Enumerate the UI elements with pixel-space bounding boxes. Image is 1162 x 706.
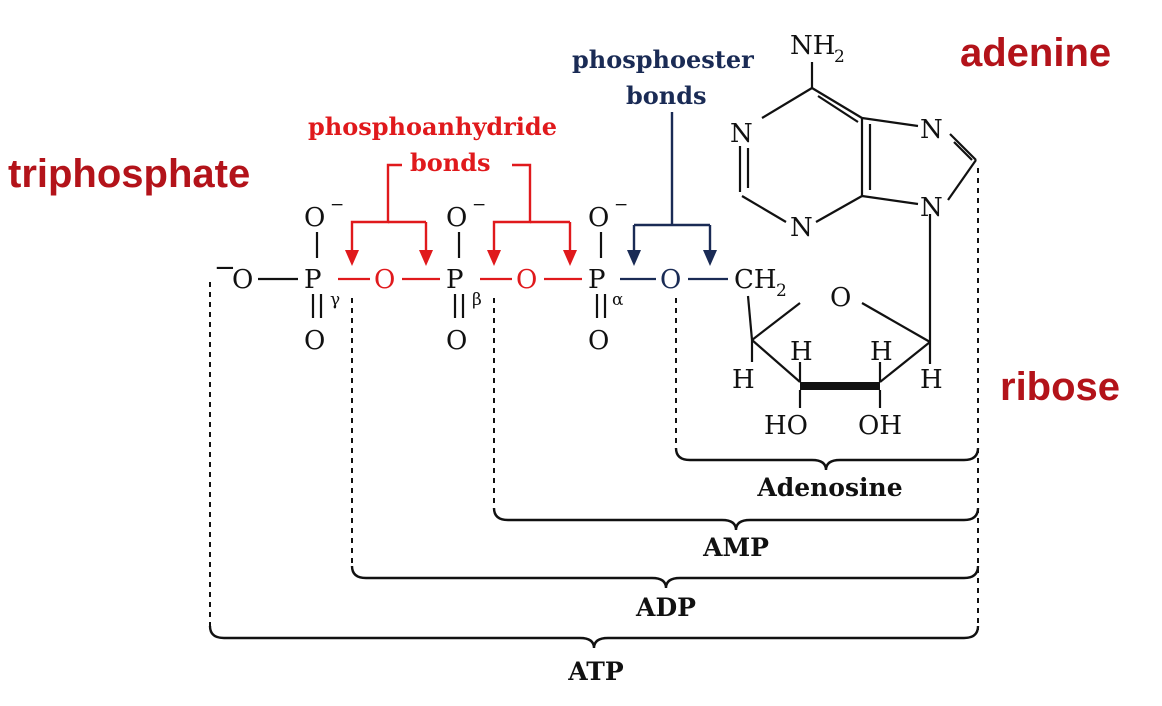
adenine-nh2-subscript: 2 (834, 47, 845, 67)
gamma-symbol: γ (330, 290, 340, 310)
pgamma-oxygen-bottom: O (304, 326, 325, 356)
pgamma-oxygen-top-charge: − (330, 195, 344, 215)
phosphoester-arrowheads (627, 250, 717, 266)
phosphoester-bonds-label: bonds (626, 81, 707, 110)
ribose-ring-oxygen: O (830, 283, 851, 313)
adenine-label: adenine (960, 31, 1111, 75)
ribose-h-c1: H (920, 365, 943, 395)
phosphoester-label: phosphoester (572, 45, 754, 74)
bridge-oxygen-1: O (374, 265, 395, 295)
ch2-subscript: 2 (776, 281, 787, 301)
ribose-ho: HO (764, 411, 808, 441)
pbeta-oxygen-bottom: O (446, 326, 467, 356)
ribose-h-c3: H (790, 337, 813, 367)
atp-brace (208, 625, 980, 649)
amp-label: AMP (702, 533, 769, 562)
adenosine-label: Adenosine (756, 473, 902, 502)
adp-brace (350, 565, 980, 589)
phosphorus-beta: P (446, 265, 464, 295)
ribose-h-c2: H (870, 337, 893, 367)
amp-brace (492, 507, 980, 531)
triphosphate-label: triphosphate (8, 152, 250, 196)
ch2-group: CH (734, 265, 777, 295)
phosphorus-alpha: P (588, 265, 606, 295)
palpha-oxygen-bottom: O (588, 326, 609, 356)
phosphoester-arrows (632, 112, 712, 252)
adenosine-brace (674, 447, 980, 471)
pgamma-oxygen-top: O (304, 203, 325, 233)
adenine-rings (738, 62, 977, 342)
pbeta-oxygen-top-charge: − (472, 195, 486, 215)
ester-oxygen: O (660, 265, 681, 295)
alpha-symbol: α (612, 290, 624, 310)
adenine-n1: N (730, 119, 753, 149)
phosphoanhydride-arrows (350, 163, 572, 252)
phosphorus-gamma: P (304, 265, 322, 295)
palpha-oxygen-top-charge: − (614, 195, 628, 215)
terminal-oxygen: O (232, 265, 253, 295)
adenine-n9: N (920, 193, 943, 223)
ribose-ring (746, 295, 932, 408)
ribose-h-c4: H (732, 365, 755, 395)
palpha-oxygen-top: O (588, 203, 609, 233)
ribose-oh: OH (858, 411, 902, 441)
beta-symbol: β (472, 290, 482, 310)
phosphoanhydride-arrowheads (345, 250, 577, 266)
adp-label: ADP (635, 593, 696, 622)
atp-label: ATP (567, 657, 624, 686)
phosphoanhydride-bonds-label: bonds (410, 148, 491, 177)
bridge-oxygen-2: O (516, 265, 537, 295)
pbeta-oxygen-top: O (446, 203, 467, 233)
adenine-n3: N (790, 213, 813, 243)
dashed-guides (209, 168, 979, 630)
ribose-label: ribose (1000, 365, 1120, 409)
adenine-n7: N (920, 115, 943, 145)
terminal-oxygen-charge: − (214, 253, 236, 283)
phosphoanhydride-label: phosphoanhydride (308, 112, 557, 141)
adenine-nh2: NH (790, 31, 835, 61)
